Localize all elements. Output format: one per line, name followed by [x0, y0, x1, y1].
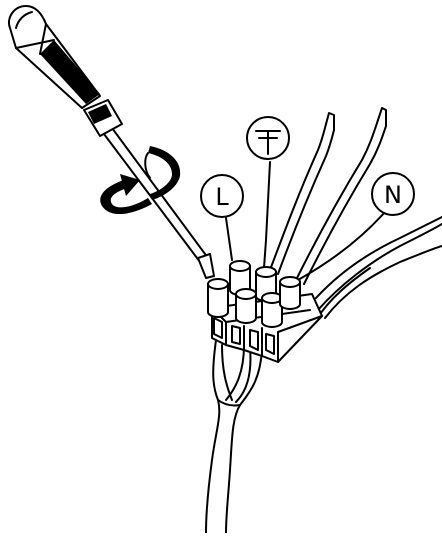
right-cable [315, 216, 442, 321]
top-wires [225, 107, 387, 285]
terminal-screw-6 [279, 276, 301, 310]
terminal-block [207, 260, 323, 363]
cable-bundle [205, 339, 263, 534]
live-label-text: L [215, 183, 229, 211]
screwdriver [8, 5, 215, 279]
terminal-screw-3 [235, 288, 257, 324]
terminal-screw-5 [261, 292, 283, 328]
earth-ground-icon [246, 116, 290, 160]
live-label: L [200, 174, 244, 218]
neutral-label-text: N [384, 181, 402, 209]
neutral-label: N [371, 172, 415, 216]
clockwise-arrow-icon [100, 146, 181, 215]
terminal-screw-1 [207, 278, 229, 318]
